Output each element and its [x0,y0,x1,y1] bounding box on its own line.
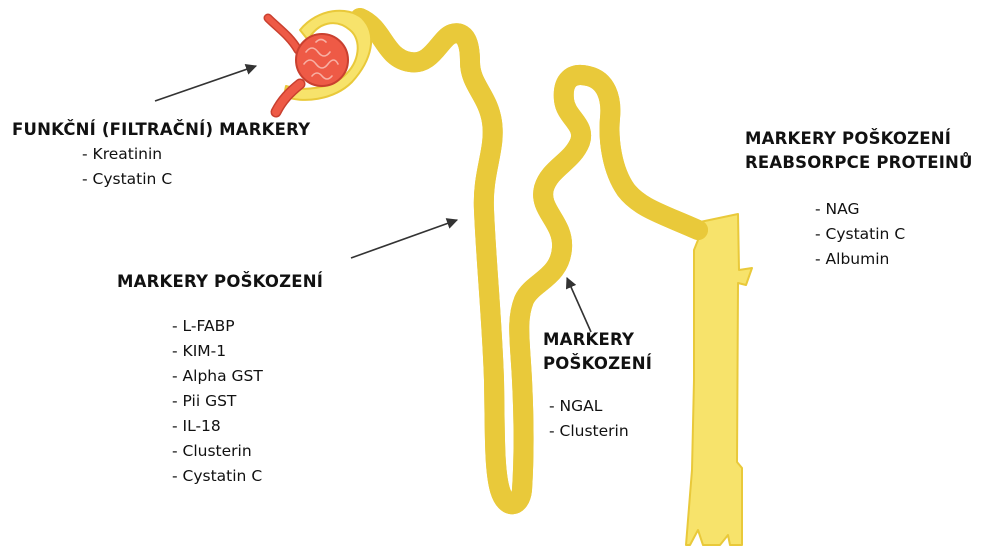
arrow-to-distal-tubule [567,278,591,332]
list-item: L-FABP [172,314,323,339]
list-item: Cystatin C [82,167,310,192]
list-item: Clusterin [549,419,652,444]
filtration-markers-group: FUNKČNÍ (FILTRAČNÍ) MARKERY Kreatinin Cy… [12,118,310,192]
distal-damage-markers-group: MARKERY POŠKOZENÍ NGAL Clusterin [543,328,652,444]
list-item: Kreatinin [82,142,310,167]
reabsorption-heading-line1: MARKERY POŠKOZENÍ [745,127,973,151]
list-item: Pii GST [172,389,323,414]
reabsorption-markers-list: NAG Cystatin C Albumin [815,197,973,272]
proximal-damage-markers-group: MARKERY POŠKOZENÍ L-FABP KIM-1 Alpha GST… [117,270,323,489]
collecting-duct [686,214,752,545]
filtration-markers-list: Kreatinin Cystatin C [82,142,310,192]
reabsorption-heading-line2: REABSORPCE PROTEINŮ [745,151,973,175]
list-item: Alpha GST [172,364,323,389]
list-item: Clusterin [172,439,323,464]
list-item: Cystatin C [172,464,323,489]
distal-damage-markers-list: NGAL Clusterin [549,394,652,444]
proximal-damage-markers-list: L-FABP KIM-1 Alpha GST Pii GST IL-18 Clu… [172,314,323,489]
list-item: KIM-1 [172,339,323,364]
reabsorption-markers-group: MARKERY POŠKOZENÍ REABSORPCE PROTEINŮ NA… [745,127,973,272]
list-item: IL-18 [172,414,323,439]
filtration-markers-heading: FUNKČNÍ (FILTRAČNÍ) MARKERY [12,118,310,142]
glomerulus [296,34,348,86]
arrow-to-proximal-tubule [351,220,457,258]
proximal-damage-heading: MARKERY POŠKOZENÍ [117,270,323,294]
list-item: Albumin [815,247,973,272]
list-item: NGAL [549,394,652,419]
list-item: NAG [815,197,973,222]
list-item: Cystatin C [815,222,973,247]
distal-damage-heading-line2: POŠKOZENÍ [543,352,652,376]
arrow-to-glomerulus [155,66,256,101]
distal-damage-heading-line1: MARKERY [543,328,652,352]
